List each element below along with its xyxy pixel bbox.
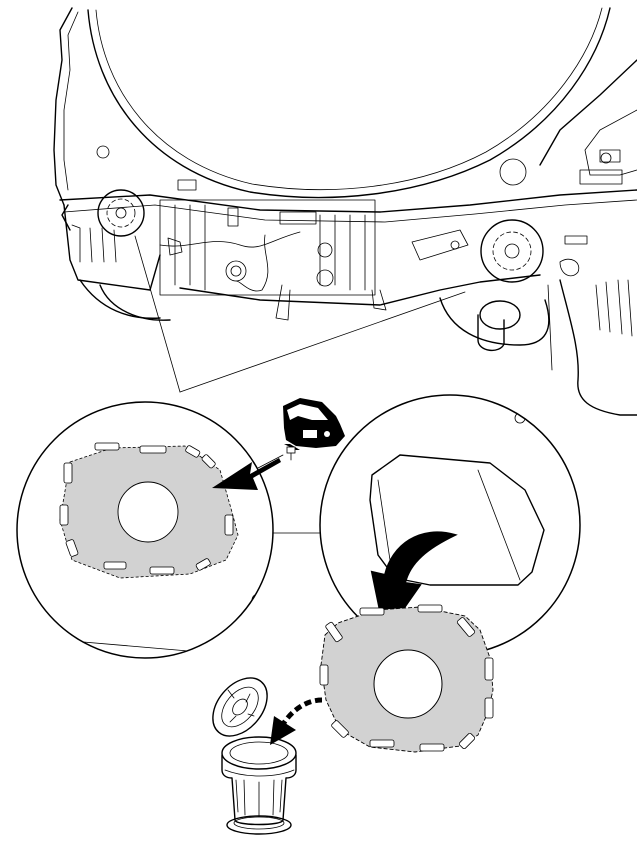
detail-circle-left [17,402,283,672]
jigsaw-icon [283,398,345,460]
removed-panel-piece [320,605,493,752]
vehicle-rear-body [54,8,637,415]
right-service-plug [481,220,543,282]
trash-can-icon [222,737,296,834]
sealing-cover-icon [202,668,278,747]
dashed-arrow-icon [270,700,322,745]
